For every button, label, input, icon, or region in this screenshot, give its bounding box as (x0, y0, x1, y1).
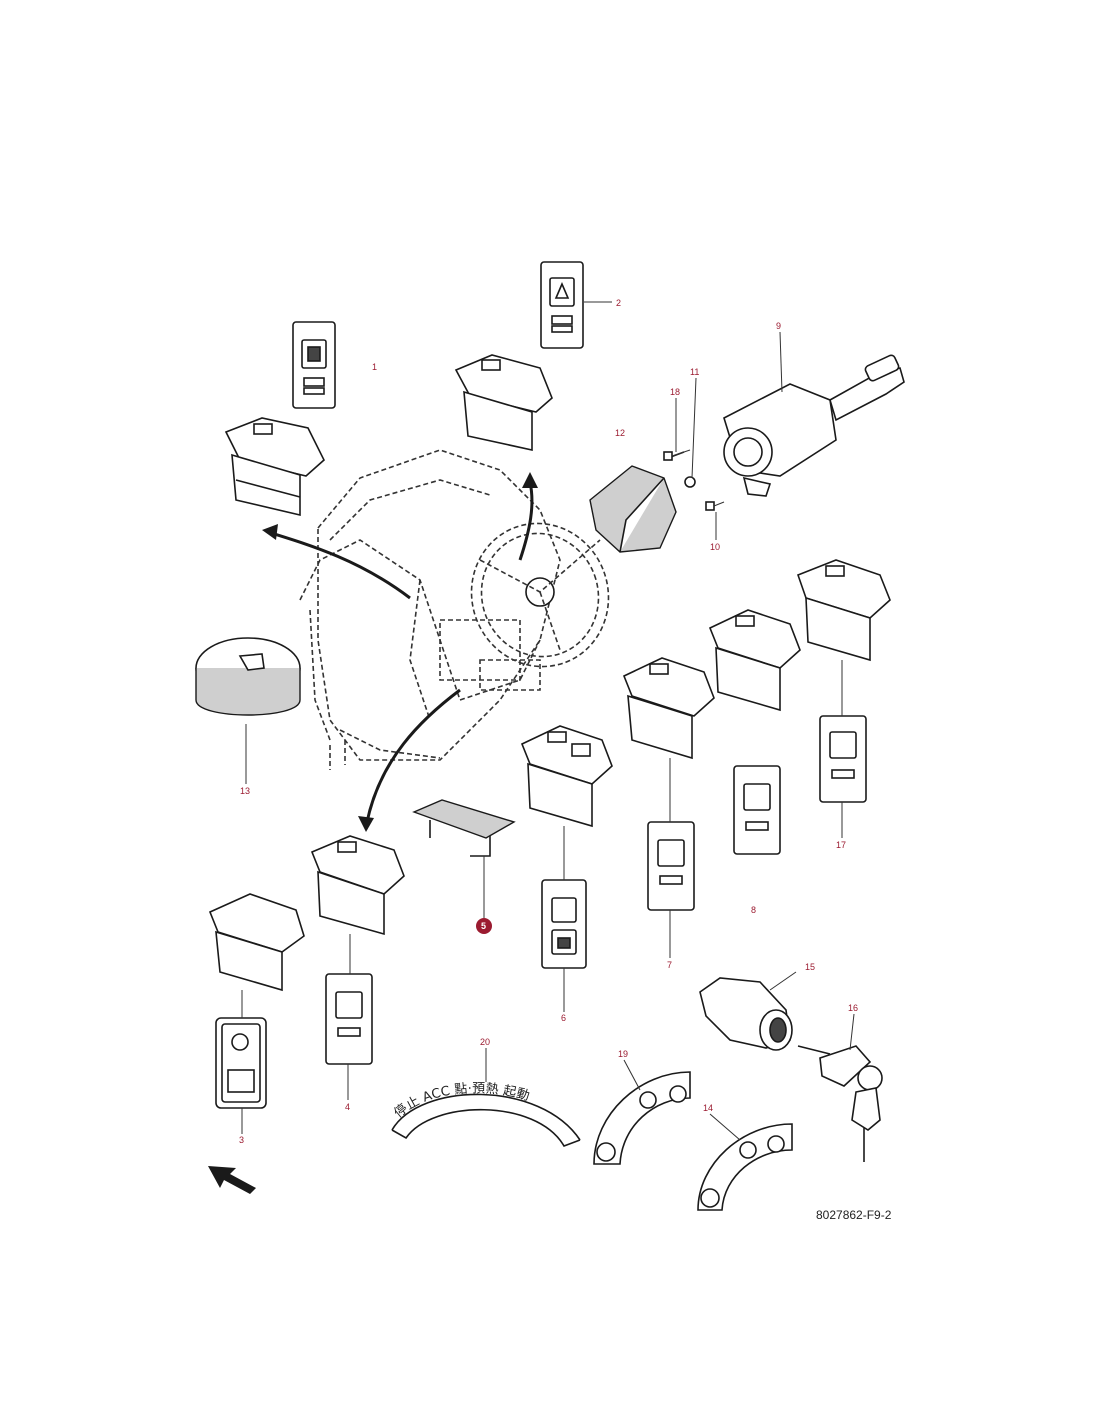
callout-14: 14 (703, 1103, 713, 1113)
orientation-arrow (208, 1166, 256, 1194)
exploded-arrows (262, 472, 538, 832)
callout-2: 2 (616, 298, 621, 308)
callout-20: 20 (480, 1037, 490, 1047)
dashboard-console (299, 449, 610, 770)
callout-4: 4 (345, 1102, 350, 1112)
callout-12: 12 (615, 428, 625, 438)
callout-7: 7 (667, 960, 672, 970)
callouts: 1 2 3 4 5 6 7 8 9 10 11 12 13 14 15 16 1… (239, 298, 858, 1145)
part-13-knob (195, 637, 301, 716)
callout-11: 11 (690, 367, 699, 377)
callout-5: 5 (481, 921, 486, 931)
callout-6: 6 (561, 1013, 566, 1023)
part-19-decal (593, 1071, 691, 1165)
screws (663, 449, 725, 511)
callout-15: 15 (805, 962, 815, 972)
callout-1: 1 (372, 362, 377, 372)
drawing-code: 8027862-F9-2 (816, 1208, 892, 1222)
callout-5-marker (476, 918, 492, 934)
part-4-rocker-switch (310, 835, 405, 1065)
part-2-rocker-switch (454, 261, 584, 451)
part-17-rocker-switch (796, 559, 891, 803)
part-16-key (797, 1045, 883, 1162)
callout-8: 8 (751, 905, 756, 915)
callout-19: 19 (618, 1049, 628, 1059)
callout-3: 3 (239, 1135, 244, 1145)
part-5-blank-cover (412, 799, 516, 857)
callout-10: 10 (710, 542, 720, 552)
leader-lines (241, 301, 855, 1141)
callout-9: 9 (776, 321, 781, 331)
part-3-rocker-switch (208, 893, 305, 1109)
part-1-rocker-switch (224, 321, 336, 517)
part-6-rocker-switch (520, 725, 613, 969)
callout-17: 17 (836, 840, 846, 850)
part-12-cover (589, 465, 677, 553)
part-9-combination-switch (723, 354, 905, 497)
part-14-decal (697, 1123, 793, 1211)
callout-13: 13 (240, 786, 250, 796)
callout-16: 16 (848, 1003, 858, 1013)
part-8-rocker-switch (708, 609, 801, 855)
callout-18: 18 (670, 387, 680, 397)
part-7-rocker-switch (622, 657, 715, 911)
part-20-ignition-decal: 停止 ACC 點·預熱 起動 (391, 1081, 581, 1147)
part-15-ignition-switch (699, 977, 793, 1051)
